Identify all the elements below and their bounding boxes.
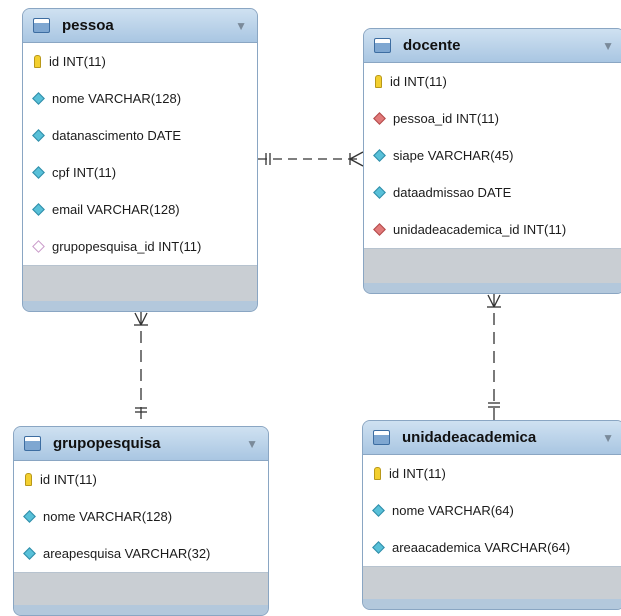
table-footer xyxy=(363,599,621,609)
column-row[interactable]: id INT(11) xyxy=(364,63,621,100)
column-label: nome VARCHAR(128) xyxy=(43,509,173,524)
collapse-arrow-icon[interactable]: ▼ xyxy=(246,436,258,451)
column-label: areaacademica VARCHAR(64) xyxy=(392,540,571,555)
primary-key-icon xyxy=(374,467,381,480)
primary-key-icon xyxy=(34,55,41,68)
table-name: docente xyxy=(403,37,461,54)
column-row[interactable]: cpf INT(11) xyxy=(23,154,257,191)
table-name: pessoa xyxy=(62,17,114,34)
column-row[interactable]: id INT(11) xyxy=(23,43,257,80)
column-row[interactable]: siape VARCHAR(45) xyxy=(364,137,621,174)
table-name: unidadeacademica xyxy=(402,429,537,446)
column-label: dataadmissao DATE xyxy=(393,185,512,200)
column-row[interactable]: id INT(11) xyxy=(363,455,621,492)
column-label: siape VARCHAR(45) xyxy=(393,148,514,163)
table-grupopesquisa[interactable]: grupopesquisa ▼ id INT(11) nome VARCHAR(… xyxy=(13,426,269,616)
nullable-foreign-key-icon xyxy=(32,240,45,253)
column-label: unidadeacademica_id INT(11) xyxy=(393,222,567,237)
column-row[interactable]: id INT(11) xyxy=(14,461,268,498)
column-label: id INT(11) xyxy=(40,472,97,487)
column-icon xyxy=(32,166,45,179)
column-row[interactable]: datanascimento DATE xyxy=(23,117,257,154)
table-header[interactable]: docente ▼ xyxy=(364,29,621,63)
table-icon xyxy=(374,38,391,53)
column-icon xyxy=(373,149,386,162)
column-row[interactable]: areapesquisa VARCHAR(32) xyxy=(14,535,268,572)
column-row[interactable]: dataadmissao DATE xyxy=(364,174,621,211)
column-row[interactable]: unidadeacademica_id INT(11) xyxy=(364,211,621,248)
column-icon xyxy=(373,186,386,199)
relationship-pessoa-docente xyxy=(258,151,364,167)
column-label: grupopesquisa_id INT(11) xyxy=(52,239,202,254)
collapse-arrow-icon[interactable]: ▼ xyxy=(602,430,614,445)
column-label: nome VARCHAR(64) xyxy=(392,503,514,518)
table-pessoa[interactable]: pessoa ▼ id INT(11) nome VARCHAR(128) da… xyxy=(22,8,258,312)
column-list: id INT(11) nome VARCHAR(64) areaacademic… xyxy=(363,455,621,567)
column-list: id INT(11) nome VARCHAR(128) datanascime… xyxy=(23,43,257,266)
column-row[interactable]: email VARCHAR(128) xyxy=(23,191,257,228)
table-header[interactable]: grupopesquisa ▼ xyxy=(14,427,268,461)
table-footer xyxy=(14,605,268,615)
table-footer xyxy=(23,301,257,311)
table-footer xyxy=(364,283,621,293)
table-icon xyxy=(373,430,390,445)
table-header[interactable]: pessoa ▼ xyxy=(23,9,257,43)
table-header[interactable]: unidadeacademica ▼ xyxy=(363,421,621,455)
foreign-key-icon xyxy=(373,223,386,236)
collapse-arrow-icon[interactable]: ▼ xyxy=(602,38,614,53)
foreign-key-icon xyxy=(373,112,386,125)
table-name: grupopesquisa xyxy=(53,435,161,452)
column-label: id INT(11) xyxy=(389,466,446,481)
primary-key-icon xyxy=(375,75,382,88)
column-list: id INT(11) nome VARCHAR(128) areapesquis… xyxy=(14,461,268,573)
column-row[interactable]: grupopesquisa_id INT(11) xyxy=(23,228,257,265)
column-label: pessoa_id INT(11) xyxy=(393,111,499,126)
column-label: id INT(11) xyxy=(390,74,447,89)
relationship-docente-unidadeacademica xyxy=(487,294,501,420)
primary-key-icon xyxy=(25,473,32,486)
table-icon xyxy=(24,436,41,451)
table-docente[interactable]: docente ▼ id INT(11) pessoa_id INT(11) s… xyxy=(363,28,621,294)
column-row[interactable]: nome VARCHAR(128) xyxy=(14,498,268,535)
column-icon xyxy=(32,203,45,216)
column-row[interactable]: nome VARCHAR(128) xyxy=(23,80,257,117)
table-icon xyxy=(33,18,50,33)
column-label: datanascimento DATE xyxy=(52,128,182,143)
column-label: areapesquisa VARCHAR(32) xyxy=(43,546,211,561)
collapse-arrow-icon[interactable]: ▼ xyxy=(235,18,247,33)
column-label: id INT(11) xyxy=(49,54,106,69)
column-icon xyxy=(23,547,36,560)
column-label: cpf INT(11) xyxy=(52,165,117,180)
column-icon xyxy=(32,129,45,142)
table-unidadeacademica[interactable]: unidadeacademica ▼ id INT(11) nome VARCH… xyxy=(362,420,621,610)
column-icon xyxy=(23,510,36,523)
column-label: nome VARCHAR(128) xyxy=(52,91,182,106)
relationship-pessoa-grupopesquisa xyxy=(134,312,148,426)
column-row[interactable]: nome VARCHAR(64) xyxy=(363,492,621,529)
column-icon xyxy=(372,504,385,517)
column-icon xyxy=(32,92,45,105)
column-row[interactable]: areaacademica VARCHAR(64) xyxy=(363,529,621,566)
column-row[interactable]: pessoa_id INT(11) xyxy=(364,100,621,137)
column-icon xyxy=(372,541,385,554)
column-list: id INT(11) pessoa_id INT(11) siape VARCH… xyxy=(364,63,621,249)
column-label: email VARCHAR(128) xyxy=(52,202,180,217)
